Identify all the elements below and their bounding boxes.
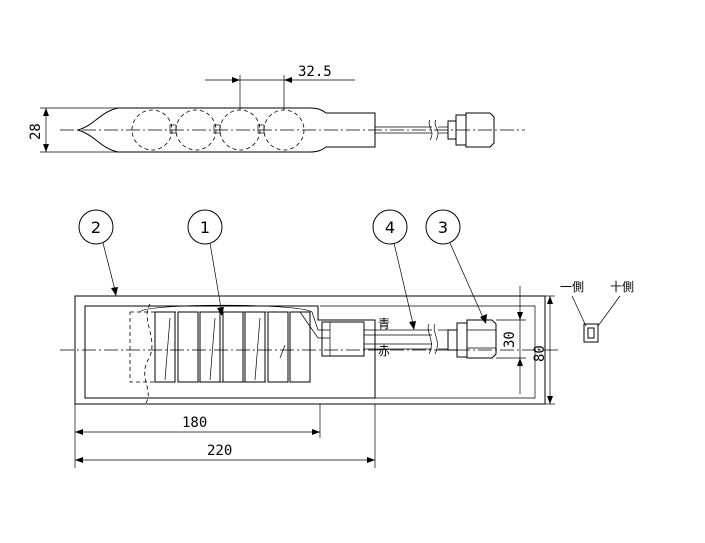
- cell-1a: [154, 311, 176, 383]
- cell-2a: [199, 311, 221, 383]
- balloons: 2 1 4 3: [78, 209, 487, 330]
- pitch-arrow-1: [232, 77, 240, 83]
- side-wire-break-2: [434, 119, 439, 141]
- cell-weld-2: [209, 317, 216, 381]
- balloon-3-label: 3: [438, 218, 448, 237]
- cell-weld-3: [254, 317, 261, 381]
- pitch-arrow-2: [284, 77, 292, 83]
- plan-view: 青 赤 30 80 180 220: [60, 286, 560, 468]
- balloon-3-leader: [449, 242, 486, 323]
- cell-weld-4: [279, 344, 286, 359]
- side-cell-2: [175, 109, 217, 151]
- dim220-label: 220: [207, 443, 232, 459]
- dim180-label: 180: [182, 415, 207, 431]
- dim80-label: 80: [532, 345, 548, 362]
- side-tab-1: [169, 124, 177, 134]
- side-tab-2: [213, 124, 221, 134]
- plan-wire-break-1: [427, 323, 432, 355]
- balloon-4-label: 4: [385, 218, 395, 237]
- pitch-label: 32.5: [298, 64, 332, 80]
- cell-3b: [267, 311, 289, 383]
- polarity-positive-label: 十側: [610, 280, 634, 294]
- wire-label-red: 赤: [378, 344, 390, 358]
- tube-edge: [144, 303, 153, 405]
- thickness-label: 28: [28, 123, 44, 140]
- balloon-3: [425, 209, 461, 245]
- cell-2b: [222, 311, 244, 383]
- balloon-2: [78, 209, 114, 245]
- balloon-3-arrow: [480, 314, 487, 324]
- side-wire-break-1: [428, 119, 433, 141]
- balloon-1-label: 1: [200, 218, 210, 237]
- polarity-leader-neg: [571, 295, 587, 327]
- side-view: 32.5 28: [28, 64, 525, 153]
- lead-mid: [299, 311, 330, 339]
- plan-connector-nut: [456, 322, 468, 358]
- dim80-arrow-top: [547, 296, 553, 304]
- side-cell-1: [131, 109, 173, 151]
- balloon-4-leader: [393, 242, 415, 329]
- cell-3a: [244, 311, 266, 383]
- cable-sleeve: [321, 321, 365, 357]
- polarity-leader-pos: [597, 295, 621, 327]
- dim30-label: 30: [502, 331, 518, 348]
- side-view-pack-outline: [76, 107, 376, 153]
- side-connector-body: [465, 112, 495, 148]
- polarity-terminal: [583, 323, 599, 343]
- plan-connector-body: [466, 319, 497, 359]
- dim180-arrow-right: [312, 429, 320, 435]
- cell-weld-1: [164, 317, 171, 381]
- cell-stack: [154, 311, 311, 383]
- polarity-negative-label: 一側: [560, 280, 584, 294]
- dim220-arrow-right: [367, 457, 375, 463]
- plan-wire-break-2: [433, 323, 438, 355]
- balloon-2-label: 2: [91, 218, 101, 237]
- thick-arrow-bottom: [43, 144, 49, 152]
- dim80-arrow-bottom: [547, 396, 553, 404]
- dim180-arrow-left: [75, 429, 83, 435]
- thick-arrow-top: [43, 108, 49, 116]
- polarity-detail: 一側 十側: [560, 280, 634, 343]
- lead-top: [139, 304, 330, 331]
- wire-label-blue: 青: [378, 317, 390, 331]
- balloon-4-arrow: [409, 321, 416, 330]
- balloon-1-leader: [209, 242, 223, 315]
- balloon-2-leader: [102, 242, 117, 295]
- polarity-terminal-inner: [587, 327, 595, 339]
- inner-sleeve-right: [320, 305, 536, 399]
- dim30-arrow-bottom: [517, 358, 523, 366]
- cell-1b: [177, 311, 199, 383]
- balloon-1: [187, 209, 223, 245]
- balloon-1-arrow: [217, 307, 224, 316]
- balloon-4: [372, 209, 408, 245]
- side-tab-3: [257, 124, 265, 134]
- dim30-arrow-top: [517, 312, 523, 320]
- balloon-2-arrow: [111, 287, 118, 296]
- dim220-arrow-left: [75, 457, 83, 463]
- plan-connector-cap: [447, 329, 458, 351]
- inner-body: [84, 305, 376, 399]
